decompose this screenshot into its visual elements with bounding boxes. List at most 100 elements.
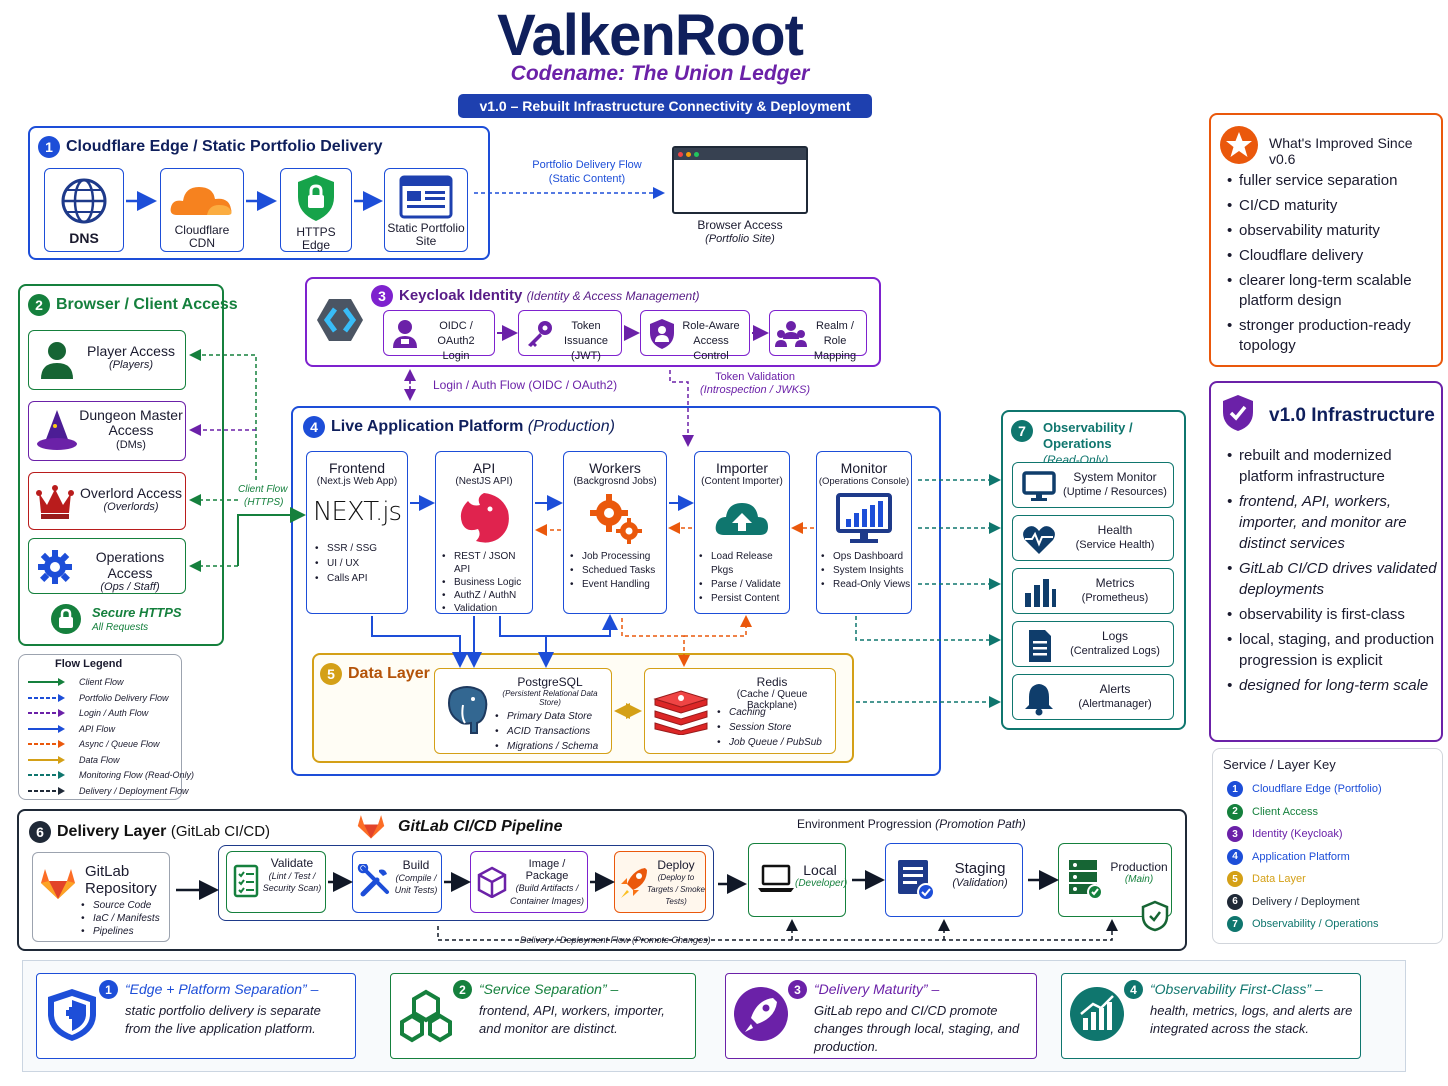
callout-text: health, metrics, logs, and alerts are in…: [1150, 1003, 1353, 1036]
shield-check-purple-icon: [1223, 395, 1253, 431]
key-label: Client Access: [1252, 805, 1319, 818]
callout-number-badge: 1: [99, 980, 118, 999]
rocket-icon: [621, 868, 647, 898]
token-validation-label: Token Validation(Introspection / JWKS): [700, 371, 811, 396]
postgresql-node: PostgreSQL(Persistent Relational Data St…: [434, 668, 612, 754]
legend-line-swatch: [28, 724, 65, 733]
service-key-item: 5 Data Layer: [1227, 871, 1306, 887]
postgresql-elephant-icon: [447, 686, 488, 734]
key-number-badge: 5: [1227, 871, 1243, 887]
legend-line-swatch: [28, 709, 65, 717]
callout-card: 2“Service Separation” –frontend, API, wo…: [390, 973, 696, 1059]
legend-item-label: Portfolio Delivery Flow: [79, 692, 169, 703]
workers-service: Workers (Backgrosnd Jobs) Job Processing…: [563, 451, 667, 614]
monitor-service: Monitor (Operations Console) Ops Dashboa…: [816, 451, 912, 614]
service-key-title: Service / Layer Key: [1223, 757, 1336, 772]
globe-icon: [61, 178, 107, 224]
player-access-node: Player Access(Players): [28, 330, 186, 390]
section-number-badge: 1: [38, 136, 60, 158]
legend-line-swatch: [28, 693, 65, 702]
callout-title: “Edge + Platform Separation” –: [125, 981, 319, 997]
checklist-icon: [233, 864, 259, 898]
observability-item-sub: (Prometheus): [1081, 592, 1149, 604]
callout-card: 4“Observability First-Class” –health, me…: [1061, 973, 1361, 1059]
overlord-access-node: Overlord Access(Overlords): [28, 472, 186, 530]
callout-title: “Service Separation” –: [479, 981, 619, 997]
callout-number-badge: 3: [788, 980, 807, 999]
users-icon: [775, 321, 807, 347]
section-title: Browser / Client Access: [56, 296, 238, 314]
legend-item-label: Client Flow: [79, 677, 124, 687]
section-title: Data Layer: [348, 665, 430, 683]
redis-cubes-icon: [653, 690, 709, 735]
callout-card: 3“Delivery Maturity” –GitLab repo and CI…: [725, 973, 1037, 1059]
observability-item-sub: (Uptime / Resources): [1063, 486, 1167, 498]
legend-item: Login / Auth Flow: [27, 706, 148, 720]
key-icon: [528, 321, 552, 347]
local-env-node: Local(Developer): [748, 843, 847, 917]
legend-title: Flow Legend: [55, 658, 123, 670]
section-number-badge: 4: [303, 416, 325, 438]
cloudflare-cdn-node: Cloudflare CDN: [160, 168, 244, 252]
observability-item-sub: (Alertmanager): [1078, 698, 1152, 710]
service-key-item: 2 Client Access: [1227, 803, 1319, 820]
callout-title: “Observability First-Class” –: [1150, 981, 1323, 997]
section-number-badge: 5: [320, 663, 342, 685]
callout-card: 1“Edge + Platform Separation” –static po…: [36, 973, 356, 1059]
browser-window-icon: [399, 175, 453, 219]
key-number-badge: 6: [1227, 893, 1243, 910]
cloud-icon: [170, 187, 232, 215]
star-badge-icon: [1220, 126, 1258, 164]
monitor-icon: [1022, 471, 1056, 501]
token-issuance-node: Token Issuance(JWT): [518, 310, 622, 362]
section-title: Observability / Operations: [1043, 420, 1133, 451]
legend-item: Delivery / Deployment Flow: [27, 784, 189, 798]
gears-icon: [590, 494, 642, 544]
secure-lock-icon: [51, 604, 81, 634]
operations-access-node: Operations Access(Ops / Staff): [28, 538, 186, 594]
observability-item-label: Metrics: [1095, 576, 1135, 590]
redis-node: Redis(Cache / Queue Backplane) CachingSe…: [644, 668, 836, 754]
observability-item-label: Logs: [1101, 629, 1129, 643]
gear-icon: [38, 550, 72, 584]
callout-title: “Delivery Maturity” –: [814, 981, 940, 997]
staging-env-node: Staging(Validation): [885, 843, 1023, 917]
callout-number-badge: 2: [453, 980, 472, 999]
bar-chart-icon: [1025, 579, 1056, 607]
legend-line-swatch: [28, 786, 65, 795]
shield-user-icon: [650, 319, 674, 349]
key-number-badge: 2: [1227, 803, 1243, 820]
observability-item: Logs(Centralized Logs): [1012, 621, 1174, 667]
keycloak-logo-icon: [317, 299, 363, 341]
key-label: Application Platform: [1252, 850, 1350, 863]
cloud-upload-icon: [715, 503, 768, 535]
section-number-badge: 6: [29, 821, 51, 843]
package-cube-icon: [477, 866, 507, 898]
bell-icon: [1025, 684, 1053, 716]
browser-access-label: Browser Access(Portfolio Site): [697, 218, 783, 245]
shield-icon: [48, 989, 96, 1041]
key-label: Data Layer: [1252, 873, 1306, 885]
login-auth-flow-label: Login / Auth Flow (OIDC / OAuth2): [433, 378, 618, 392]
legend-item-label: Async / Queue Flow: [79, 739, 160, 749]
pipeline-title: GitLab CI/CD Pipeline: [398, 818, 563, 835]
tools-icon: [357, 864, 389, 897]
wizard-hat-icon: [37, 410, 77, 450]
legend-item-label: API Flow: [79, 723, 116, 734]
node-label: Cloudflare CDN: [174, 223, 230, 250]
section-number-badge: 7: [1011, 420, 1033, 442]
client-flow-label: Client Flow(HTTPS): [238, 484, 288, 508]
user-icon: [41, 342, 73, 379]
legend-item-label: Data Flow: [79, 754, 120, 765]
section-number-badge: 2: [28, 294, 50, 316]
legend-line-swatch: [28, 771, 65, 779]
